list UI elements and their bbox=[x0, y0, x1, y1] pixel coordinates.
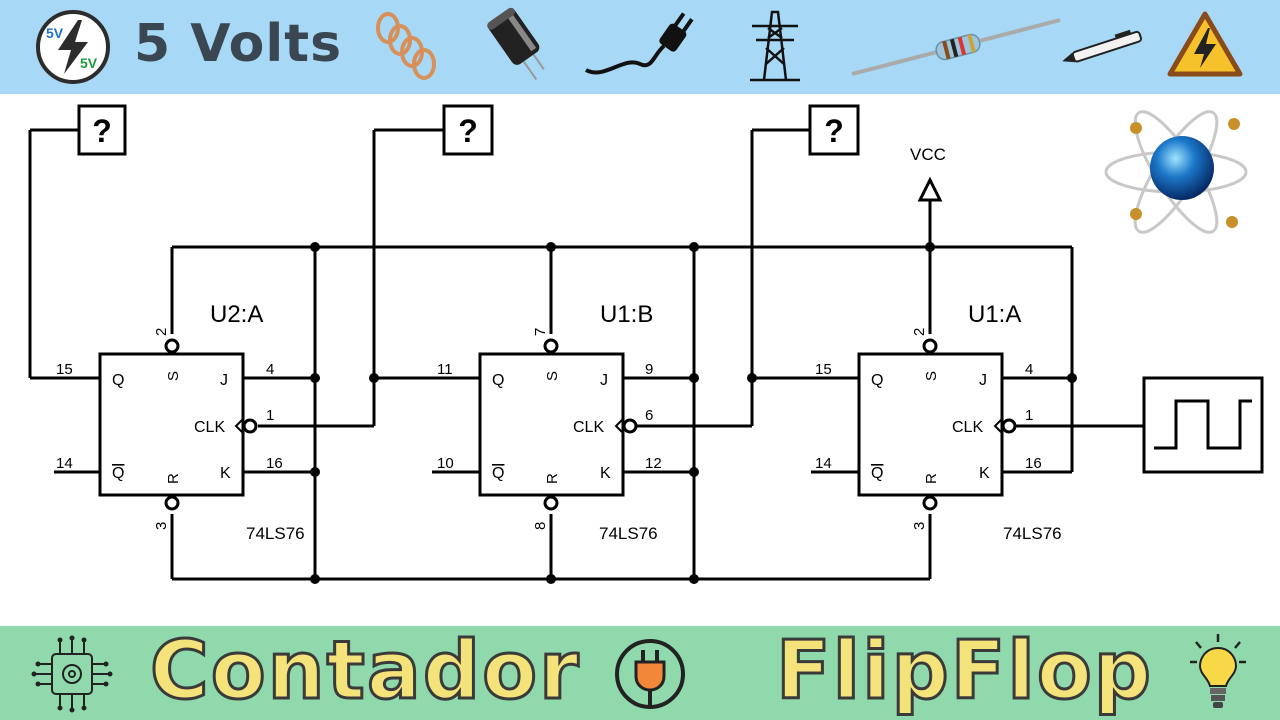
u2a-q-label: Q bbox=[112, 372, 124, 389]
u1a-pin-qn: 14 bbox=[815, 455, 832, 472]
u1a-pin-clk: 1 bbox=[1025, 407, 1033, 424]
lightning-logo-icon: 5V 5V bbox=[36, 10, 110, 84]
capacitor-icon bbox=[487, 7, 545, 81]
u2a-pin-k: 16 bbox=[266, 455, 283, 472]
u2a-pin-s: 2 bbox=[153, 328, 170, 336]
logo-text-bottom: 5V bbox=[80, 55, 98, 71]
pen-icon bbox=[1062, 29, 1143, 63]
probe-q1-label: ? bbox=[458, 113, 478, 149]
u1b-pin-r: 8 bbox=[532, 522, 549, 530]
probe-q2-label: ? bbox=[92, 113, 112, 149]
vcc-label: VCC bbox=[910, 145, 946, 164]
u1b-pin-qn: 10 bbox=[437, 455, 454, 472]
u2a-pin-j: 4 bbox=[266, 361, 274, 378]
u1a-pin-r: 3 bbox=[911, 522, 928, 530]
u1a-q-label: Q bbox=[871, 372, 883, 389]
u1a-clk-label: CLK bbox=[952, 419, 983, 436]
u2a-clk-label: CLK bbox=[194, 419, 225, 436]
chip-part-u1a: 74LS76 bbox=[1003, 524, 1062, 543]
resistor-icon bbox=[851, 18, 1061, 76]
u1a-pin-q: 15 bbox=[815, 361, 832, 378]
u2a-pin-clk: 1 bbox=[266, 407, 274, 424]
chip-part-u1b: 74LS76 bbox=[599, 524, 658, 543]
u1a-s-label: S bbox=[923, 371, 940, 381]
u1a-pin-j: 4 bbox=[1025, 361, 1033, 378]
logo-text-top: 5V bbox=[46, 25, 64, 41]
footer-word-left: Contador bbox=[149, 624, 581, 717]
u1b-pin-k: 12 bbox=[645, 455, 662, 472]
u1a-k-label: K bbox=[979, 465, 990, 482]
plug-circle-icon bbox=[615, 639, 685, 709]
header-bar: 5V 5V 5 Volts bbox=[0, 0, 1280, 94]
probe-q0-label: ? bbox=[824, 113, 844, 149]
u1a-pin-k: 16 bbox=[1025, 455, 1042, 472]
u2a-j-label: J bbox=[220, 372, 228, 389]
chip-ref-u1a: U1:A bbox=[968, 301, 1021, 328]
light-bulb-icon bbox=[1190, 634, 1246, 708]
chip-part-u2a: 74LS76 bbox=[246, 524, 305, 543]
atom-logo-icon bbox=[1104, 110, 1248, 234]
u1b-pin-s: 7 bbox=[532, 328, 549, 336]
u1b-qn-label: Q bbox=[492, 465, 504, 482]
u1b-clk-label: CLK bbox=[573, 419, 604, 436]
u1b-pin-j: 9 bbox=[645, 361, 653, 378]
u2a-pin-r: 3 bbox=[153, 522, 170, 530]
brand-title: 5 Volts bbox=[134, 14, 343, 74]
u2a-k-label: K bbox=[220, 465, 231, 482]
coil-icon bbox=[376, 12, 436, 80]
u1a-j-label: J bbox=[979, 372, 987, 389]
transmission-tower-icon bbox=[750, 10, 800, 82]
flip-flop-schematic: ? ? ? VCC U2:A U1:B U1:A 74LS76 74LS76 7… bbox=[28, 104, 1264, 584]
chip-gear-icon bbox=[31, 635, 113, 713]
footer-bar: Contador FlipFlop bbox=[0, 624, 1280, 720]
u1b-j-label: J bbox=[600, 372, 608, 389]
u1b-q-label: Q bbox=[492, 372, 504, 389]
u1a-r-label: R bbox=[923, 473, 940, 484]
u1a-qn-label: Q bbox=[871, 465, 883, 482]
u1b-pin-clk: 6 bbox=[645, 407, 653, 424]
u2a-s-label: S bbox=[165, 371, 182, 381]
u1b-pin-q: 11 bbox=[437, 361, 453, 378]
u2a-pin-q: 15 bbox=[56, 361, 73, 378]
footer-word-right: FlipFlop bbox=[774, 624, 1154, 717]
u2a-pin-qn: 14 bbox=[56, 455, 73, 472]
u2a-qn-label: Q bbox=[112, 465, 124, 482]
warning-icon bbox=[1167, 11, 1243, 77]
u1b-k-label: K bbox=[600, 465, 611, 482]
u1a-pin-s: 2 bbox=[911, 328, 928, 336]
power-plug-icon bbox=[585, 12, 694, 75]
chip-ref-u1b: U1:B bbox=[600, 301, 653, 328]
u2a-r-label: R bbox=[165, 473, 182, 484]
u1b-s-label: S bbox=[544, 371, 561, 381]
chip-ref-u2a: U2:A bbox=[210, 301, 263, 328]
u1b-r-label: R bbox=[544, 473, 561, 484]
